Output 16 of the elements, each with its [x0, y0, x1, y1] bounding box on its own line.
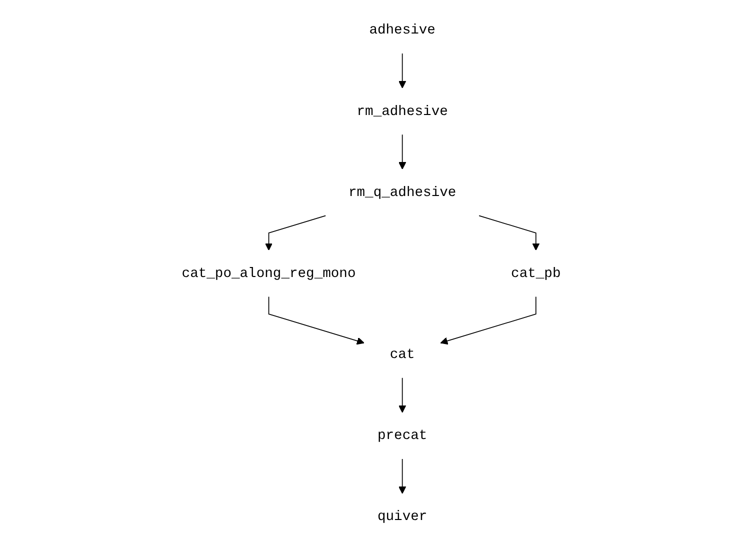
node-text: adhesive [368, 22, 436, 38]
arrow [398, 134, 406, 170]
node-text: precat [377, 428, 427, 444]
arrow [398, 458, 406, 494]
arrow [440, 296, 536, 345]
node-text: rm_q_adhesive [348, 184, 456, 200]
node-text: cat_po_along_reg_mono [182, 266, 356, 282]
node-text: quiver [377, 509, 427, 525]
arrow [398, 53, 406, 88]
node-text: cat_pb [510, 266, 560, 282]
arrow [398, 377, 406, 413]
node-text: rm_adhesive [356, 104, 448, 120]
arrow [268, 296, 364, 345]
node-text: cat [390, 346, 414, 362]
arrow [478, 215, 540, 251]
arrow [264, 215, 326, 251]
